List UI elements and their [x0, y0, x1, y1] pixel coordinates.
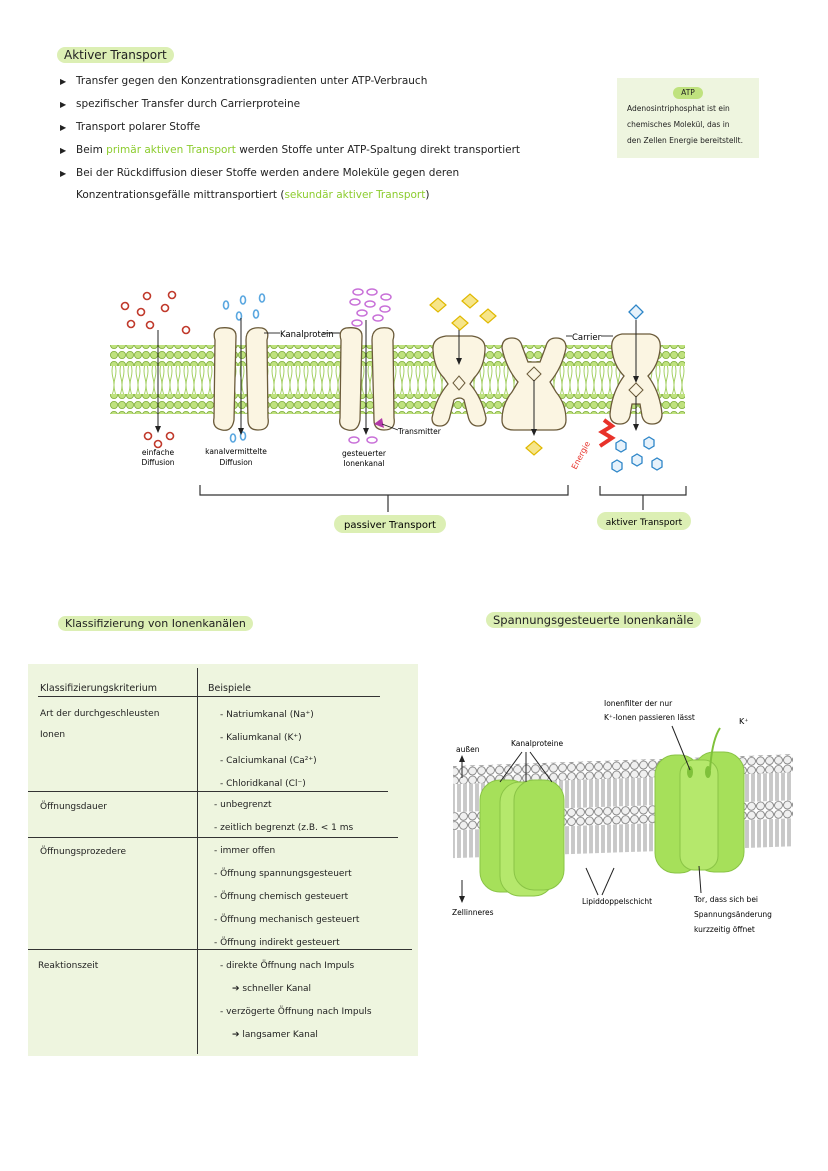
- bullet-list: Transfer gegen den Konzentrationsgradien…: [60, 70, 580, 206]
- label-zellinneres: Zellinneres: [452, 908, 494, 917]
- bullet-2: spezifischer Transfer durch Carrierprote…: [60, 93, 580, 116]
- channel-protein-open: [654, 751, 745, 874]
- row-items-ionen: - Natriumkanal (Na⁺) - Kaliumkanal (K⁺) …: [220, 710, 317, 789]
- bullet-1: Transfer gegen den Konzentrationsgradien…: [60, 70, 580, 93]
- simple-diffusion-molecules: [120, 290, 191, 449]
- bullet-5: Bei der Rückdiffusion dieser Stoffe werd…: [60, 162, 580, 206]
- atp-line-3: den Zellen Energie bereitstellt.: [627, 136, 743, 145]
- label-ionenkanal: Ionenkanal: [343, 459, 384, 468]
- gated-ion-channel: [339, 327, 395, 431]
- yellow-molecules: [429, 293, 543, 456]
- label-gesteuerter: gesteuerter: [342, 449, 387, 458]
- label-lipiddoppelschicht: Lipiddoppelschicht: [582, 897, 652, 906]
- label-passiver-transport: passiver Transport: [344, 520, 436, 531]
- atp-line-1: Adenosintriphosphat ist ein: [627, 104, 730, 113]
- label-diffusion-2: Diffusion: [219, 458, 252, 467]
- row-items-oeffnungsdauer: - unbegrenzt - zeitlich begrenzt (z.B. <…: [214, 800, 354, 833]
- classification-table: Klassifizierungskriterium Beispiele Art …: [28, 664, 418, 1056]
- label-aussen: außen: [456, 745, 480, 754]
- label-carrier: Carrier: [572, 333, 602, 343]
- channel-protein: [213, 327, 269, 431]
- row-label-oeffnungsprozedere: Öffnungsprozedere: [40, 847, 127, 857]
- label-ionenfilter-2: K⁺-Ionen passieren lässt: [604, 713, 695, 722]
- label-kanalprotein: Kanalprotein: [280, 330, 334, 340]
- atp-line-2: chemisches Molekül, das in: [627, 120, 730, 129]
- header-kriterium: Klassifizierungskriterium: [40, 683, 158, 694]
- row-items-reaktionszeit: - direkte Öffnung nach Impuls ➔ schnelle…: [220, 961, 372, 1040]
- voltage-channels-title: Spannungsgesteuerte Ionenkanäle: [486, 612, 701, 628]
- purple-ions: [348, 288, 392, 444]
- label-einfache: einfache: [142, 448, 175, 457]
- label-diffusion-1: Diffusion: [141, 458, 174, 467]
- label-kanalvermittelte: kanalvermittelte: [205, 447, 267, 456]
- label-aktiver-transport: aktiver Transport: [606, 518, 683, 528]
- transmitter-icon: [374, 418, 384, 428]
- membrane-transport-diagram: Kanalprotein Transmitter Carrier: [110, 288, 691, 533]
- bullet-4: Beim primär aktiven Transport werden Sto…: [60, 139, 580, 162]
- label-tor-2: Spannungsänderung: [694, 910, 772, 919]
- label-tor-1: Tor, dass sich bei: [693, 895, 758, 904]
- label-tor-3: kurzzeitig öffnet: [694, 925, 755, 934]
- row-items-oeffnungsprozedere: - immer offen - Öffnung spannungsgesteue…: [214, 846, 360, 948]
- section-title-aktiver-transport: Aktiver Transport: [57, 47, 174, 63]
- row-label-oeffnungsdauer: Öffnungsdauer: [40, 802, 107, 812]
- atp-tag: ATP: [673, 87, 703, 99]
- blue-hexagons: [611, 436, 663, 473]
- classification-title: Klassifizierung von Ionenkanälen: [58, 616, 253, 631]
- blue-molecule: [628, 304, 644, 320]
- voltage-channel-diagram: Ionenfilter der nur K⁺-Ionen passieren l…: [452, 699, 793, 934]
- label-transmitter: Transmitter: [397, 427, 442, 436]
- label-energie: Energie: [570, 440, 592, 471]
- k-ion-path: [709, 727, 721, 771]
- row-label-reaktionszeit: Reaktionszeit: [38, 961, 99, 971]
- header-beispiele: Beispiele: [208, 683, 251, 694]
- lipid-bilayer: [110, 345, 685, 414]
- row-label-ionen: Art der durchgeschleusten Ionen: [40, 709, 160, 740]
- label-kanalproteine: Kanalproteine: [511, 739, 563, 748]
- channel-protein-closed: [479, 779, 565, 897]
- label-ionenfilter-1: Ionenfilter der nur: [604, 699, 673, 708]
- blue-ions-channel: [222, 293, 266, 443]
- energy-icon: [598, 418, 616, 448]
- atp-info-box: ATP Adenosintriphosphat ist ein chemisch…: [617, 78, 759, 158]
- bullet-3: Transport polarer Stoffe: [60, 116, 580, 139]
- label-k-ion: K⁺: [739, 717, 748, 726]
